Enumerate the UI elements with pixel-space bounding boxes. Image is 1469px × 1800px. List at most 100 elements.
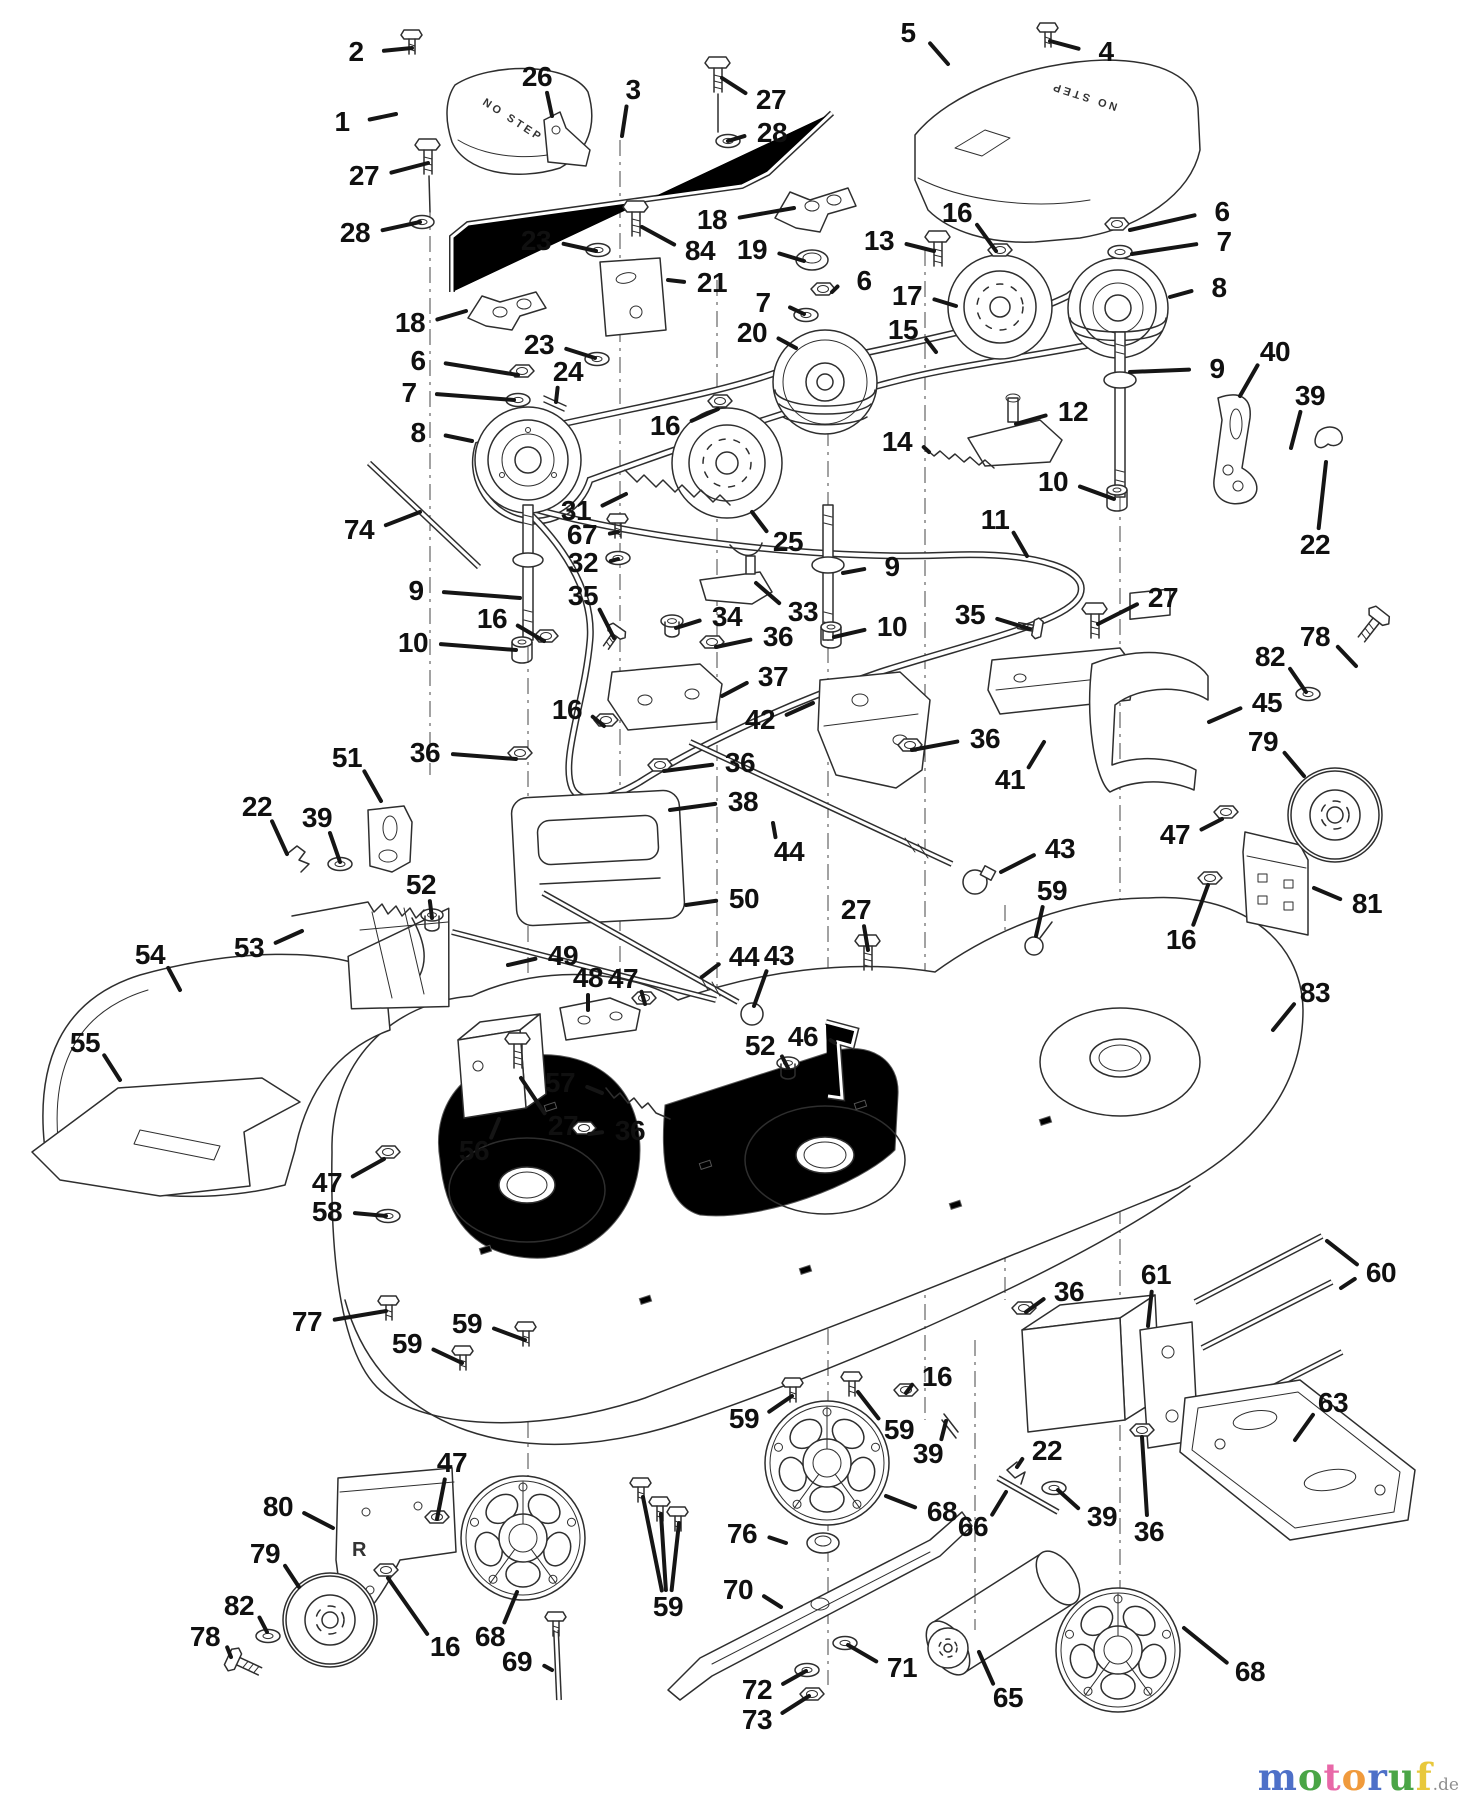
callout-6: 6 bbox=[410, 345, 426, 376]
leader-line bbox=[1077, 484, 1116, 501]
callout-44: 44 bbox=[773, 836, 805, 867]
callout-22: 22 bbox=[1299, 529, 1331, 560]
leader-line bbox=[450, 752, 518, 761]
callout-47: 47 bbox=[436, 1447, 468, 1478]
leader-line bbox=[519, 1076, 547, 1116]
callout-77: 77 bbox=[291, 1306, 323, 1337]
leader-line bbox=[435, 1477, 447, 1521]
callout-10: 10 bbox=[397, 627, 429, 658]
callout-7: 7 bbox=[401, 377, 417, 408]
callout-66: 66 bbox=[957, 1511, 989, 1542]
callout-7: 7 bbox=[1216, 226, 1232, 257]
callout-2: 2 bbox=[348, 36, 364, 67]
callout-63: 63 bbox=[1317, 1387, 1349, 1418]
callout-71: 71 bbox=[886, 1652, 918, 1683]
leader-line bbox=[502, 1590, 519, 1625]
leader-line bbox=[975, 222, 998, 253]
leader-line bbox=[720, 76, 748, 96]
leader-line bbox=[910, 739, 960, 752]
callout-57: 57 bbox=[544, 1067, 576, 1098]
callout-39: 39 bbox=[301, 802, 333, 833]
leader-line bbox=[767, 1394, 794, 1414]
leader-line bbox=[607, 530, 620, 536]
leader-line bbox=[781, 1669, 808, 1686]
leader-line bbox=[662, 762, 715, 773]
leader-line bbox=[641, 1495, 664, 1593]
leader-line bbox=[564, 346, 597, 360]
callout-32: 32 bbox=[567, 547, 599, 578]
watermark-letter: t bbox=[1323, 1755, 1342, 1799]
callout-35: 35 bbox=[567, 580, 599, 611]
leader-line bbox=[752, 969, 769, 1008]
callout-70: 70 bbox=[722, 1574, 754, 1605]
callout-10: 10 bbox=[876, 611, 908, 642]
callout-23: 23 bbox=[520, 225, 552, 256]
leader-line bbox=[1096, 602, 1140, 626]
callout-47: 47 bbox=[607, 963, 639, 994]
callout-17: 17 bbox=[891, 280, 923, 311]
callout-51: 51 bbox=[331, 742, 363, 773]
leader-line bbox=[273, 929, 304, 945]
leader-line bbox=[1207, 706, 1243, 724]
leader-line bbox=[515, 623, 546, 643]
callout-16: 16 bbox=[429, 1631, 461, 1662]
callout-27: 27 bbox=[755, 84, 787, 115]
watermark-suffix: .de bbox=[1432, 1775, 1459, 1795]
leader-line bbox=[780, 1054, 790, 1070]
leader-line bbox=[1128, 367, 1192, 374]
callout-68: 68 bbox=[1234, 1656, 1266, 1687]
callout-36: 36 bbox=[969, 723, 1001, 754]
leader-line bbox=[856, 1390, 881, 1421]
callout-76: 76 bbox=[726, 1518, 758, 1549]
leader-line bbox=[367, 112, 398, 122]
callout-36: 36 bbox=[724, 747, 756, 778]
leader-line bbox=[924, 337, 938, 354]
callout-11: 11 bbox=[980, 504, 1010, 535]
leader-line bbox=[441, 590, 522, 600]
leader-line bbox=[561, 241, 598, 253]
leader-line bbox=[327, 831, 342, 864]
callout-37: 37 bbox=[757, 661, 789, 692]
watermark-letter: o bbox=[1297, 1755, 1324, 1799]
callout-16: 16 bbox=[649, 410, 681, 441]
watermark-letter: o bbox=[1341, 1755, 1368, 1799]
callout-46: 46 bbox=[787, 1021, 819, 1052]
leader-line bbox=[1282, 750, 1306, 778]
callout-10: 10 bbox=[1037, 466, 1069, 497]
leader-line bbox=[1288, 666, 1308, 694]
leader-line bbox=[489, 1117, 501, 1140]
leader-line bbox=[767, 1535, 788, 1545]
blade-assembly bbox=[460, 1400, 1181, 1713]
callout-16: 16 bbox=[551, 694, 583, 725]
leader-line bbox=[668, 801, 718, 812]
leader-line bbox=[659, 1512, 668, 1593]
leader-line bbox=[846, 1643, 879, 1664]
leader-line bbox=[720, 680, 749, 698]
callout-68: 68 bbox=[474, 1621, 506, 1652]
callout-79: 79 bbox=[249, 1538, 281, 1569]
leader-line bbox=[639, 989, 647, 1006]
leader-line bbox=[620, 104, 629, 138]
leader-line bbox=[995, 616, 1032, 631]
leader-line bbox=[640, 225, 677, 247]
callout-78: 78 bbox=[189, 1621, 221, 1652]
callout-26: 26 bbox=[521, 61, 553, 92]
callout-6: 6 bbox=[1214, 196, 1230, 227]
leader-line bbox=[754, 581, 782, 606]
leader-line bbox=[491, 1326, 527, 1342]
leader-line bbox=[443, 361, 520, 377]
callout-33: 33 bbox=[787, 596, 819, 627]
callout-36: 36 bbox=[409, 737, 441, 768]
idler-arm bbox=[1213, 394, 1343, 505]
leader-line bbox=[332, 1309, 388, 1322]
leader-line bbox=[585, 1084, 604, 1095]
leader-line bbox=[939, 1419, 948, 1442]
leader-line bbox=[427, 899, 434, 920]
callout-84: 84 bbox=[684, 235, 716, 266]
callout-58: 58 bbox=[311, 1196, 343, 1227]
leader-line bbox=[600, 492, 628, 508]
leader-line bbox=[1015, 1457, 1025, 1469]
callout-80: 80 bbox=[262, 1491, 294, 1522]
leader-line bbox=[438, 642, 518, 652]
callout-56: 56 bbox=[458, 1135, 490, 1166]
